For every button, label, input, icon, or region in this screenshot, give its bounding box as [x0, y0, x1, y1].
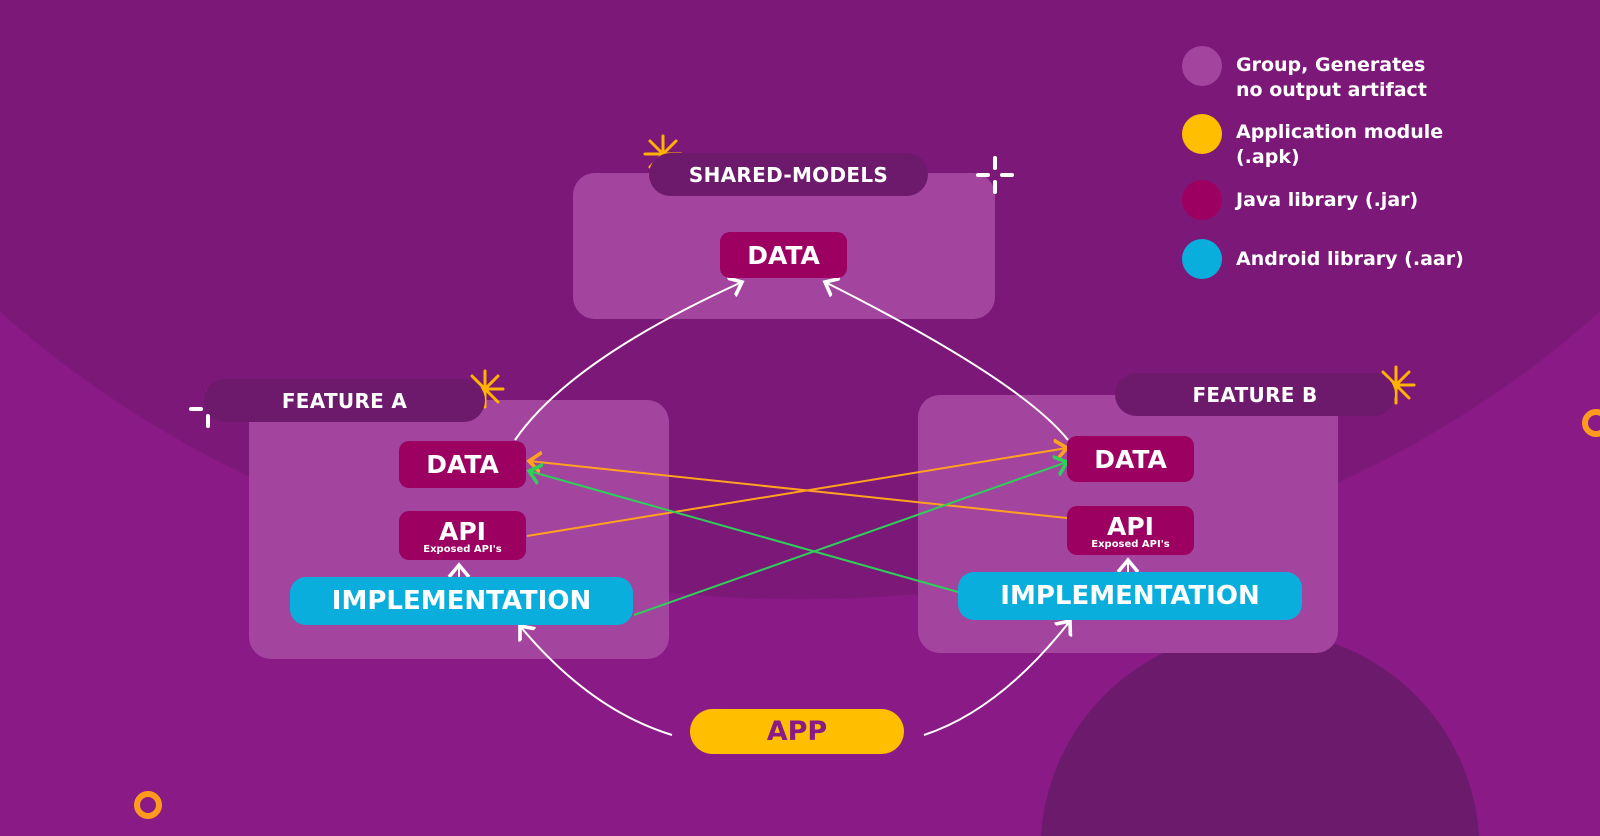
legend-label-group: Group, Generates no output artifact	[1236, 54, 1427, 101]
shared-models-label: SHARED-MODELS	[649, 153, 928, 196]
legend-dot-jar	[1182, 180, 1222, 220]
shared-data-label: DATA	[747, 240, 820, 270]
arrow-app-to-impl-b	[923, 621, 1070, 736]
feature-b-api-sub: Exposed API's	[1091, 538, 1170, 550]
arrow-impl-b-to-data-a	[529, 471, 959, 593]
feature-a-data-module: DATA	[399, 441, 526, 488]
shared-data-module: DATA	[720, 232, 847, 278]
app-module: APP	[690, 709, 904, 754]
feature-b-data-label: DATA	[1094, 444, 1167, 474]
arrow-app-to-impl-a	[520, 626, 673, 736]
feature-a-data-label: DATA	[426, 450, 499, 479]
feature-b-data-module: DATA	[1067, 436, 1194, 482]
legend-dot-apk	[1182, 114, 1222, 154]
feature-b-label: FEATURE B	[1115, 373, 1395, 416]
feature-b-impl-module: IMPLEMENTATION	[958, 572, 1302, 620]
arrow-api-b-to-data-a	[529, 461, 1068, 519]
arrow-impl-a-to-data-b	[633, 462, 1067, 616]
ring-icon	[134, 791, 162, 819]
feature-b-api-label: API	[1107, 511, 1154, 541]
feature-a-impl-label: IMPLEMENTATION	[331, 586, 592, 616]
arrow-data-a-to-shared	[514, 282, 742, 441]
arrow-api-a-to-data-b	[526, 448, 1067, 537]
arrow-data-b-to-shared	[825, 282, 1069, 441]
legend-label-apk: Application module (.apk)	[1236, 121, 1444, 168]
feature-a-api-label: API	[439, 516, 486, 546]
legend-label-aar: Android library (.aar)	[1236, 248, 1464, 270]
legend-label-jar: Java library (.jar)	[1236, 189, 1419, 211]
legend-dot-group	[1182, 46, 1222, 86]
ring-icon	[1582, 409, 1600, 437]
feature-a-api-sub: Exposed API's	[423, 543, 502, 555]
legend-dot-aar	[1182, 239, 1222, 279]
feature-a-label: FEATURE A	[204, 379, 485, 422]
feature-b-impl-label: IMPLEMENTATION	[1000, 581, 1260, 611]
feature-a-impl-module: IMPLEMENTATION	[290, 577, 633, 625]
app-label: APP	[766, 716, 828, 747]
